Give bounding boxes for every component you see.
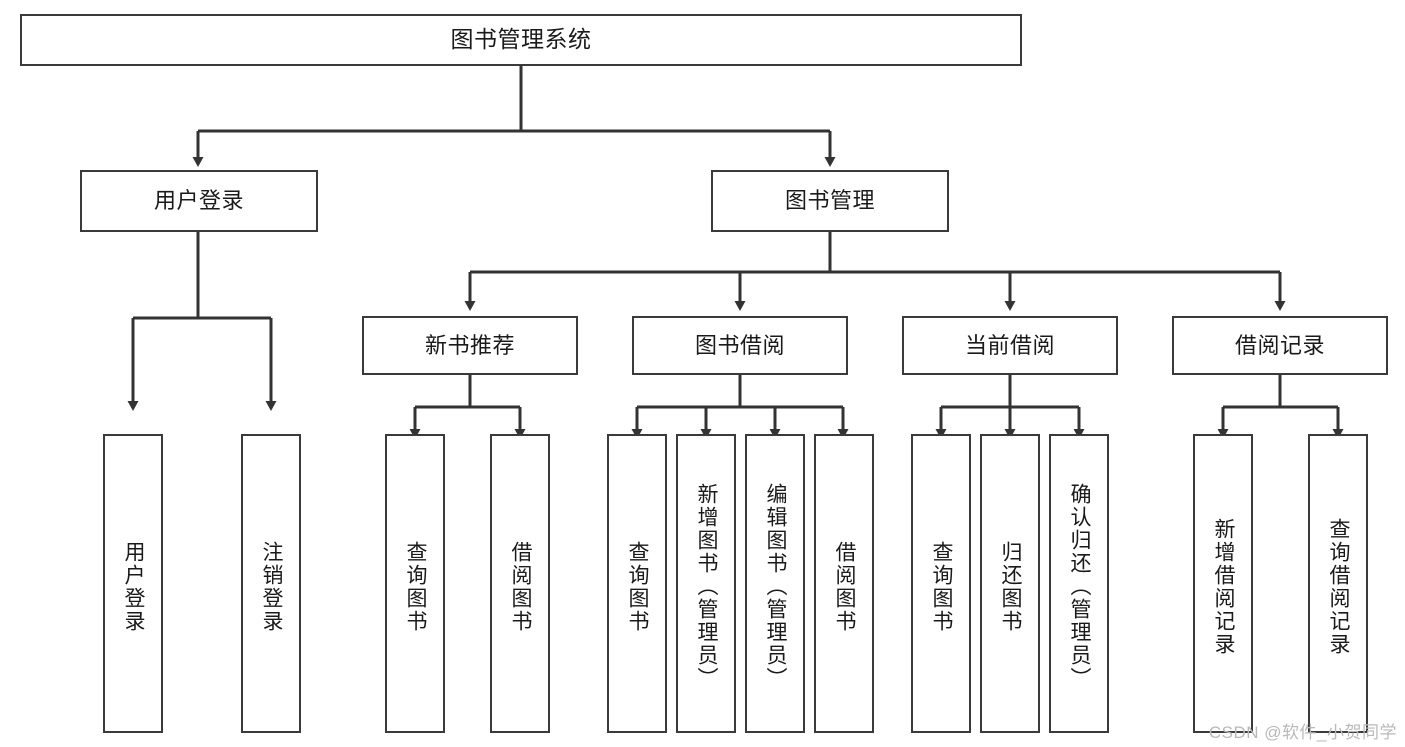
leaf-confirm-return-label: 确认归还（管理员） [1068, 483, 1092, 690]
leaf-query-book-recommend-label: 查询图书 [404, 540, 428, 633]
leaf-logout-login-label: 注销登录 [260, 540, 284, 633]
node-book-management[interactable]: 图书管理 [711, 170, 949, 232]
leaf-return-book[interactable]: 归还图书 [980, 434, 1040, 733]
leaf-query-book-current-label: 查询图书 [930, 540, 954, 633]
leaf-user-login-label: 用户登录 [122, 540, 146, 633]
leaf-add-book[interactable]: 新增图书（管理员） [676, 434, 736, 733]
leaf-edit-book[interactable]: 编辑图书（管理员） [745, 434, 805, 733]
node-book-borrow-label: 图书借阅 [694, 332, 785, 358]
leaf-query-borrow-record[interactable]: 查询借阅记录 [1308, 434, 1368, 733]
leaf-query-book-borrow[interactable]: 查询图书 [607, 434, 667, 733]
node-root[interactable]: 图书管理系统 [20, 14, 1022, 66]
leaf-query-book-borrow-label: 查询图书 [626, 540, 650, 633]
leaf-query-book-recommend[interactable]: 查询图书 [385, 434, 445, 733]
node-user-login-label: 用户登录 [153, 188, 244, 214]
node-new-book-recommend-label: 新书推荐 [424, 332, 515, 358]
leaf-add-book-label: 新增图书（管理员） [695, 483, 719, 690]
leaf-user-login[interactable]: 用户登录 [103, 434, 163, 733]
node-book-management-label: 图书管理 [784, 188, 875, 214]
leaf-add-borrow-record-label: 新增借阅记录 [1212, 517, 1236, 656]
node-book-borrow[interactable]: 图书借阅 [632, 316, 848, 375]
node-user-login[interactable]: 用户登录 [80, 170, 318, 232]
leaf-borrow-book-recommend-label: 借阅图书 [509, 540, 533, 633]
leaf-query-borrow-record-label: 查询借阅记录 [1327, 517, 1351, 656]
node-root-label: 图书管理系统 [450, 26, 592, 53]
leaf-logout-login[interactable]: 注销登录 [241, 434, 301, 733]
leaf-add-borrow-record[interactable]: 新增借阅记录 [1193, 434, 1253, 733]
node-current-borrow-label: 当前借阅 [964, 332, 1055, 358]
node-borrow-record[interactable]: 借阅记录 [1172, 316, 1388, 375]
leaf-edit-book-label: 编辑图书（管理员） [764, 483, 788, 690]
leaf-borrow-book-label: 借阅图书 [833, 540, 857, 633]
leaf-return-book-label: 归还图书 [999, 540, 1023, 633]
node-new-book-recommend[interactable]: 新书推荐 [362, 316, 578, 375]
leaf-query-book-current[interactable]: 查询图书 [911, 434, 971, 733]
csdn-watermark: CSDN @软件_小贺同学 [1208, 723, 1397, 742]
leaf-borrow-book-recommend[interactable]: 借阅图书 [490, 434, 550, 733]
node-current-borrow[interactable]: 当前借阅 [902, 316, 1118, 375]
leaf-confirm-return[interactable]: 确认归还（管理员） [1049, 434, 1109, 733]
node-borrow-record-label: 借阅记录 [1234, 332, 1325, 358]
leaf-borrow-book[interactable]: 借阅图书 [814, 434, 874, 733]
